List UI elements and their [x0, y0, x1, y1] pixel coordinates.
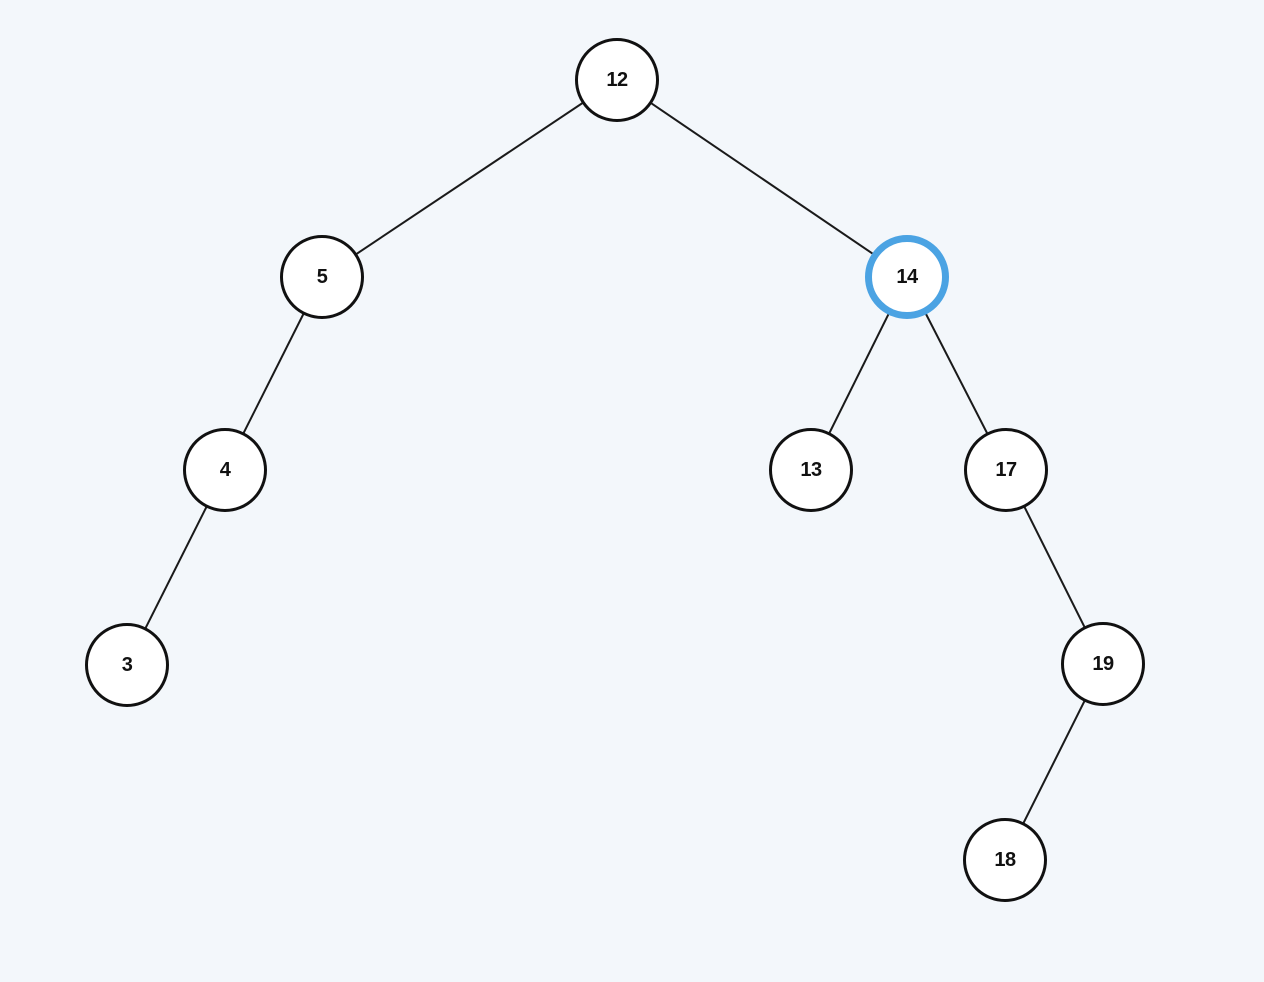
tree-node-19[interactable]: 19	[1061, 622, 1145, 706]
tree-node-13[interactable]: 13	[769, 428, 853, 512]
tree-node-14-label: 14	[896, 265, 918, 288]
tree-node-5[interactable]: 5	[280, 235, 364, 319]
tree-node-5-label: 5	[316, 265, 328, 288]
tree-node-12[interactable]: 12	[575, 38, 659, 122]
tree-node-19-label: 19	[1092, 652, 1114, 675]
tree-node-12-label: 12	[606, 68, 628, 91]
tree-node-4-label: 4	[219, 458, 231, 481]
tree-node-3[interactable]: 3	[85, 623, 169, 707]
tree-node-17-label: 17	[995, 458, 1017, 481]
tree-node-3-label: 3	[121, 653, 133, 676]
tree-node-13-label: 13	[800, 458, 822, 481]
edge-12-5	[321, 79, 618, 278]
tree-node-17[interactable]: 17	[964, 428, 1048, 512]
tree-node-18[interactable]: 18	[963, 818, 1047, 902]
tree-node-4[interactable]: 4	[183, 428, 267, 512]
edge-12-14	[616, 79, 908, 278]
tree-node-18-label: 18	[994, 848, 1016, 871]
tree-node-14-highlighted[interactable]: 14	[865, 235, 949, 319]
